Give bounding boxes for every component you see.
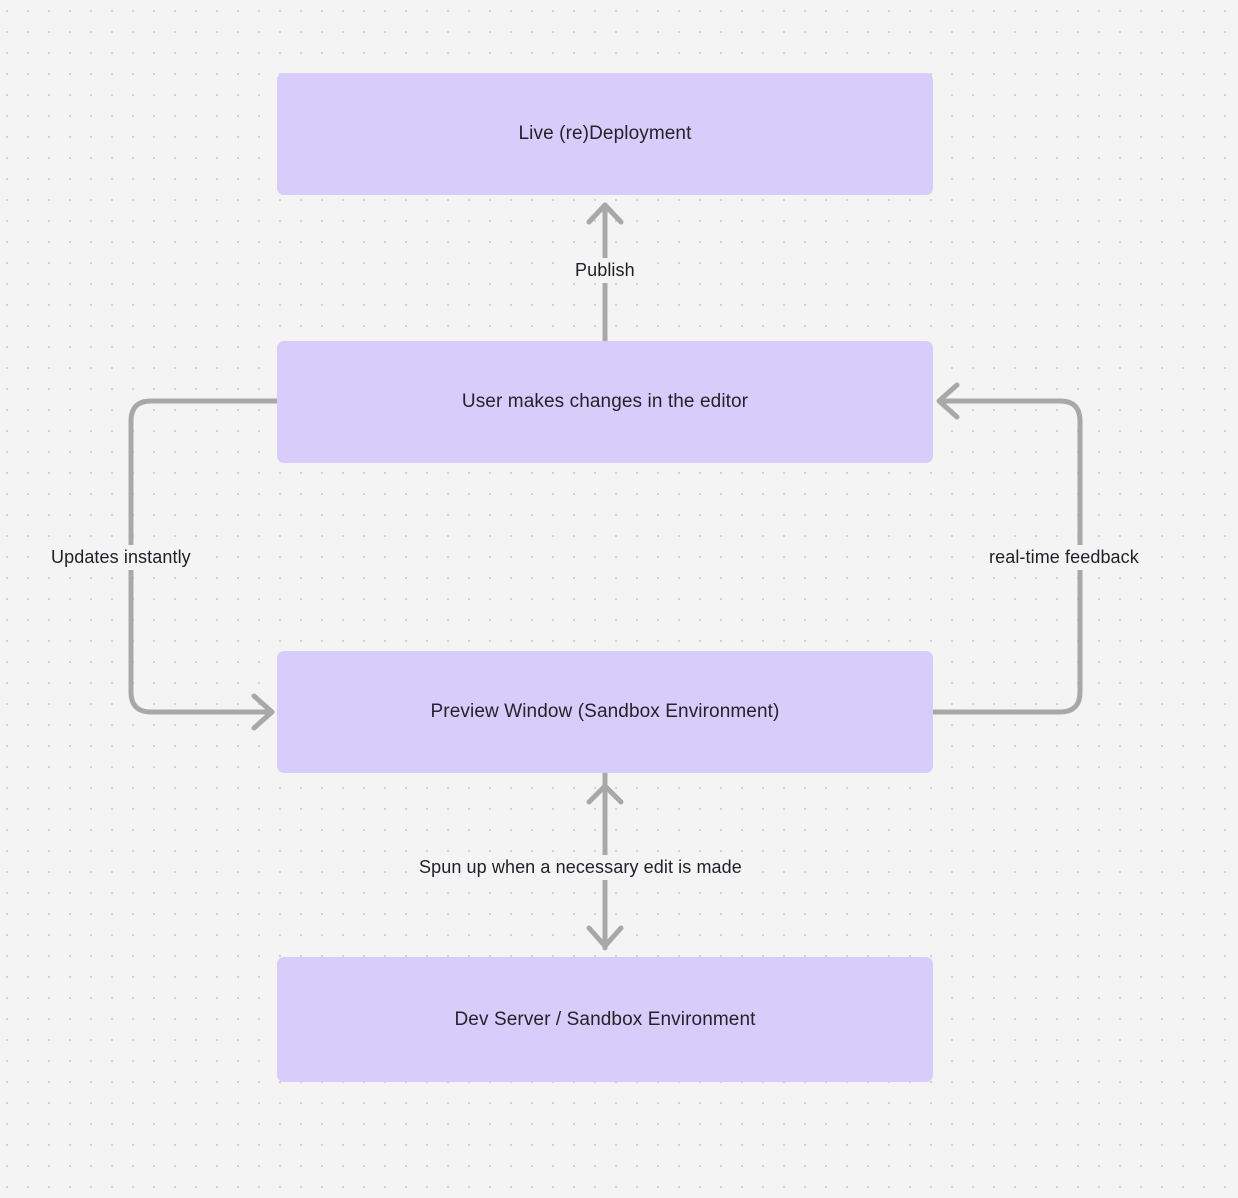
node-dev-server-label: Dev Server / Sandbox Environment [454, 1008, 756, 1030]
edge-real-time-feedback-arrowhead [936, 382, 960, 420]
node-preview-window-label: Preview Window (Sandbox Environment) [430, 701, 780, 722]
edge-label-updates-instantly: Updates instantly [44, 545, 198, 570]
node-live-deployment[interactable]: Live (re)Deployment [277, 73, 933, 195]
node-live-deployment-label: Live (re)Deployment [518, 123, 692, 144]
edge-label-publish: Publish [568, 258, 642, 283]
edge-publish-arrowhead [586, 202, 624, 225]
edge-spun-up-arrowhead-up [586, 783, 624, 805]
node-user-edits-label: User makes changes in the editor [461, 391, 749, 412]
node-preview-window[interactable]: Preview Window (Sandbox Environment) [277, 651, 933, 773]
edge-label-spun-up: Spun up when a necessary edit is made [412, 855, 749, 880]
edge-label-real-time-feedback: real-time feedback [982, 545, 1146, 570]
node-user-edits[interactable]: User makes changes in the editor [277, 341, 933, 463]
node-dev-server[interactable]: Dev Server / Sandbox Environment [277, 957, 933, 1082]
edge-spun-up-arrowhead-down [586, 925, 624, 949]
edge-updates-instantly-arrowhead [251, 693, 275, 731]
